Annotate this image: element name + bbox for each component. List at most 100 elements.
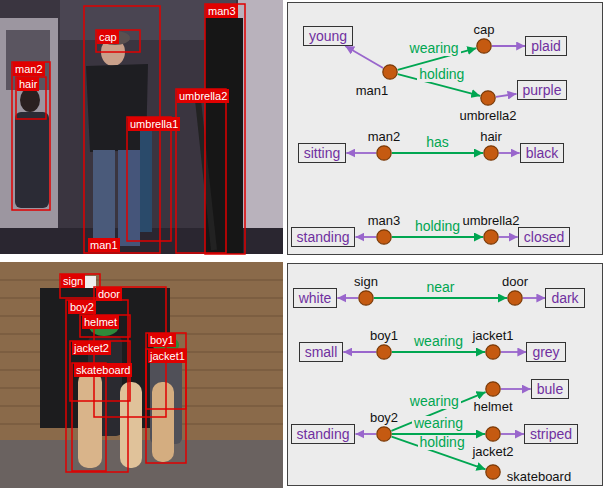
object-label: boy1 — [370, 328, 398, 343]
attribute-box: plaid — [525, 36, 567, 56]
attribute-box: standing — [291, 424, 356, 444]
object-node: man1 — [382, 64, 398, 80]
attribute-text: grey — [532, 344, 559, 360]
attribute-arrow — [501, 388, 531, 390]
object-node: umbrella2 — [483, 229, 499, 245]
attribute-box: white — [293, 288, 338, 308]
attribute-arrow — [501, 433, 524, 435]
object-node: jacket1 — [485, 344, 501, 360]
bbox-label: skateboard — [74, 363, 132, 377]
relation-label: near — [424, 280, 456, 295]
attribute-text: striped — [530, 426, 572, 442]
bbox-label: boy2 — [68, 300, 96, 314]
object-circle — [382, 64, 398, 80]
attribute-box: young — [303, 26, 353, 46]
object-circle — [376, 229, 392, 245]
bbox-label: helmet — [82, 315, 119, 329]
bbox-label: cap — [97, 30, 119, 44]
relation-label: wearing — [412, 334, 465, 349]
object-circle — [485, 344, 501, 360]
object-node: jacket2 — [485, 426, 501, 442]
object-node: cap — [476, 38, 492, 54]
object-node: man2 — [376, 145, 392, 161]
attribute-box: dark — [545, 288, 584, 308]
attribute-text: dark — [551, 290, 578, 306]
attribute-text: white — [299, 290, 332, 306]
object-node: helmet — [485, 381, 501, 397]
relation-label: holding — [417, 67, 466, 82]
attribute-text: purple — [523, 82, 562, 98]
bbox-label: man2 — [13, 62, 45, 76]
attribute-arrow — [499, 236, 518, 238]
relation-arrow — [392, 236, 483, 238]
bbox-label: umbrella2 — [177, 89, 229, 103]
object-circle — [483, 229, 499, 245]
attribute-arrow — [492, 45, 525, 47]
bbox-label: jacket2 — [72, 341, 111, 355]
attribute-arrow — [523, 297, 545, 299]
object-circle — [485, 426, 501, 442]
relation-arrow — [392, 152, 483, 154]
attribute-text: standing — [297, 229, 350, 245]
object-label: jacket1 — [472, 328, 513, 343]
bbox-label: jacket1 — [148, 349, 187, 363]
attribute-text: closed — [524, 229, 564, 245]
object-node: boy2 — [376, 426, 392, 442]
object-label: man1 — [356, 83, 389, 98]
bbox-label: umbrella1 — [128, 117, 180, 131]
object-label: cap — [474, 22, 495, 37]
object-label: helmet — [473, 399, 512, 414]
bbox-label: sign — [61, 274, 85, 288]
object-node: sign — [358, 290, 374, 306]
attribute-arrow — [355, 433, 376, 435]
relation-label: wearing — [408, 394, 461, 409]
object-label: jacket2 — [472, 444, 513, 459]
attribute-arrow — [345, 46, 383, 68]
object-circle — [358, 290, 374, 306]
attribute-arrow — [355, 236, 376, 238]
object-label: man3 — [368, 213, 401, 228]
attribute-box: standing — [291, 227, 356, 247]
object-node: man3 — [376, 229, 392, 245]
object-circle — [483, 145, 499, 161]
object-circle — [476, 38, 492, 54]
relation-label: wearing — [412, 416, 465, 431]
attribute-arrow — [343, 351, 376, 353]
attribute-box: small — [299, 342, 344, 362]
object-node: door — [507, 290, 523, 306]
object-label: door — [502, 274, 528, 289]
object-node: hair — [483, 145, 499, 161]
object-circle — [485, 464, 501, 480]
object-circle — [376, 344, 392, 360]
object-label: skateboard — [507, 469, 571, 484]
attribute-arrow — [346, 152, 376, 154]
object-circle — [507, 290, 523, 306]
attribute-text: sitting — [304, 145, 341, 161]
relation-label: has — [424, 135, 451, 150]
relation-label: holding — [413, 219, 462, 234]
attribute-box: striped — [524, 424, 578, 444]
relation-arrow — [374, 297, 507, 299]
relation-arrow — [391, 392, 485, 431]
object-circle — [480, 90, 496, 106]
bbox-label: boy1 — [148, 333, 176, 347]
attribute-arrow — [499, 152, 520, 154]
attribute-arrow — [337, 297, 358, 299]
attribute-arrow — [501, 351, 526, 353]
attribute-box: closed — [518, 227, 570, 247]
attribute-text: young — [309, 28, 347, 44]
object-circle — [376, 145, 392, 161]
attribute-box: sitting — [298, 143, 347, 163]
bbox-label: man3 — [206, 4, 238, 18]
bbox-label: hair — [17, 77, 39, 91]
relation-label: wearing — [408, 41, 461, 56]
bbox-label: man1 — [88, 238, 120, 252]
attribute-text: black — [526, 145, 559, 161]
object-circle — [485, 381, 501, 397]
object-node: skateboard — [485, 464, 501, 480]
attribute-text: standing — [297, 426, 350, 442]
object-label: sign — [354, 274, 378, 289]
object-label: umbrella2 — [462, 213, 519, 228]
relation-label: holding — [418, 435, 467, 450]
object-node: umbrella2 — [480, 90, 496, 106]
